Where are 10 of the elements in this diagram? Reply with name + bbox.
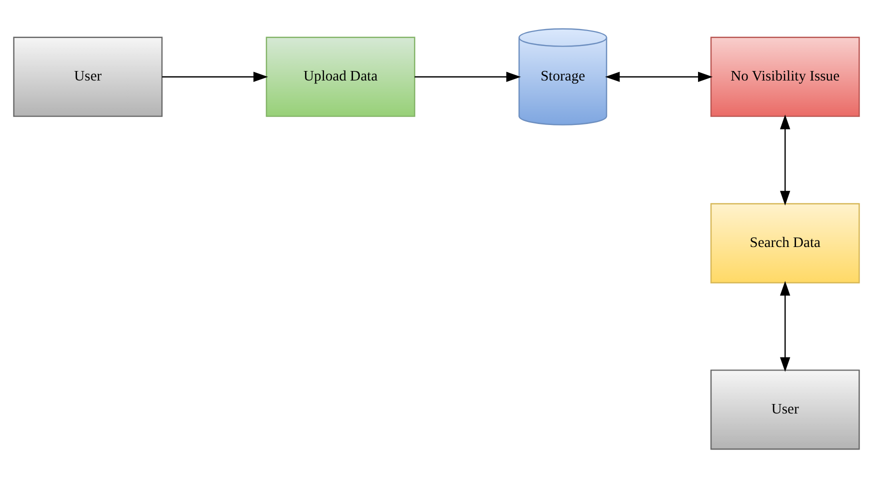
- node-box: User: [710, 370, 860, 450]
- arrow: [780, 281, 790, 372]
- arrow: [780, 114, 790, 206]
- node-box: Upload Data: [266, 36, 416, 117]
- node-box: Search Data: [710, 203, 860, 284]
- arrow: [414, 72, 521, 82]
- arrow: [162, 72, 268, 82]
- arrow: [605, 72, 713, 82]
- node-box: No Visibility Issue: [710, 36, 860, 117]
- node-box: User: [13, 36, 163, 117]
